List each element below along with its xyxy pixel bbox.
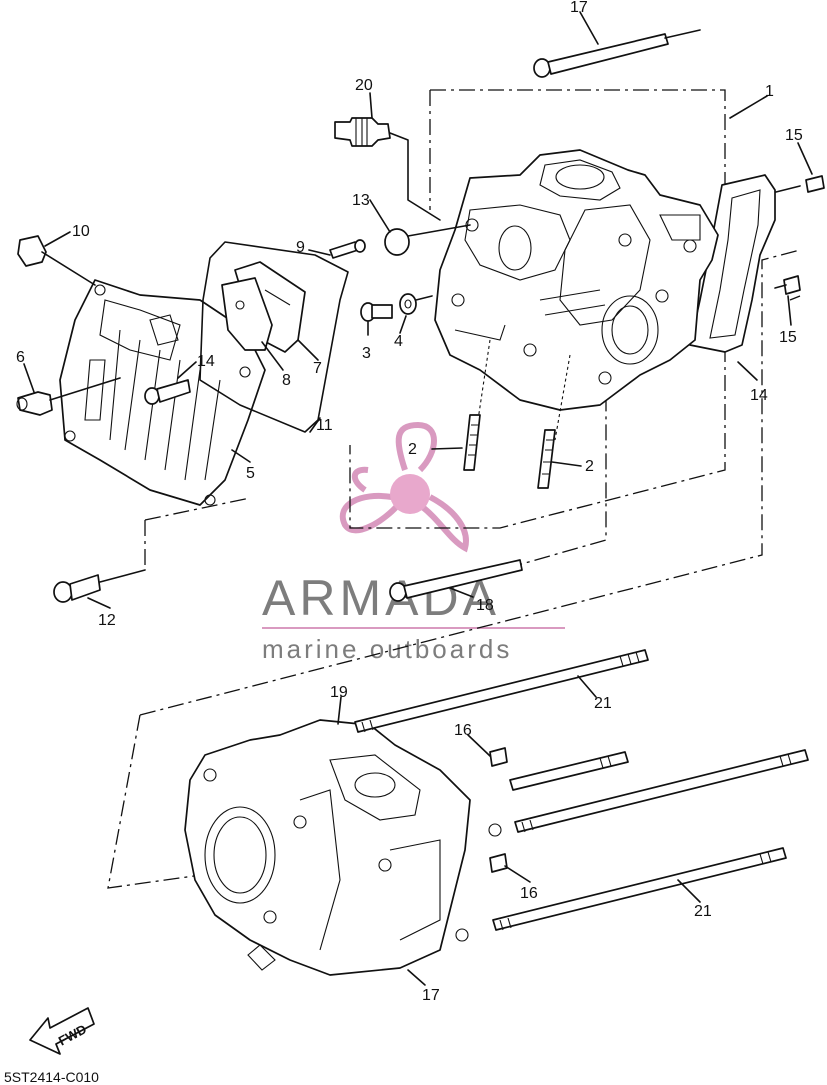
callout-21-lower: 21 bbox=[694, 903, 712, 920]
callout-19: 19 bbox=[330, 684, 348, 701]
stud-21-c[interactable] bbox=[514, 749, 809, 833]
callout-18: 17 bbox=[422, 987, 440, 1004]
callout-11: 11 bbox=[316, 417, 333, 434]
callout-2-left: 2 bbox=[408, 441, 417, 458]
dowel-pin-15-upper[interactable] bbox=[775, 175, 825, 193]
dowel-pin-15-lower[interactable] bbox=[774, 275, 801, 295]
callout-16-lower: 16 bbox=[520, 885, 538, 902]
armada-logo: ARMADA marine outboards bbox=[262, 421, 565, 664]
plate-8[interactable] bbox=[221, 277, 273, 351]
callout-17-lower: 18 bbox=[476, 597, 494, 614]
stud-21-d[interactable] bbox=[492, 847, 787, 931]
dowel-pin-16-upper[interactable] bbox=[489, 747, 508, 767]
breather-plate[interactable] bbox=[17, 235, 96, 286]
callout-10: 10 bbox=[72, 223, 90, 240]
callout-12: 12 bbox=[98, 612, 116, 629]
callout-21-upper: 21 bbox=[594, 695, 612, 712]
callout-13: 13 bbox=[352, 192, 370, 209]
bolt-14-cover[interactable] bbox=[144, 379, 191, 405]
stud-21-a[interactable] bbox=[354, 649, 649, 733]
watermark-tagline: marine outboards bbox=[262, 634, 512, 664]
stud-bolt-left[interactable] bbox=[463, 414, 481, 471]
bolt-3[interactable] bbox=[360, 302, 393, 322]
bolt-17-upper[interactable] bbox=[533, 29, 701, 78]
callout-6: 6 bbox=[16, 349, 25, 366]
stud-21-b[interactable] bbox=[509, 751, 629, 791]
dowel-pin-16-lower[interactable] bbox=[489, 853, 508, 873]
callout-16-upper: 16 bbox=[454, 722, 472, 739]
bolt-12[interactable] bbox=[53, 569, 146, 603]
callout-1: 1 bbox=[765, 83, 774, 100]
callout-3: 3 bbox=[362, 345, 371, 362]
callout-7: 7 bbox=[313, 360, 322, 377]
stud-lead-right bbox=[554, 354, 571, 441]
stud-lead-left bbox=[477, 339, 491, 421]
callout-8: 8 bbox=[282, 372, 291, 389]
callout-15-lower: 15 bbox=[779, 329, 797, 346]
callout-9: 9 bbox=[296, 239, 305, 256]
bolt-9[interactable] bbox=[329, 239, 366, 259]
hose-fitting-6[interactable] bbox=[16, 377, 121, 416]
callout-5: 5 bbox=[246, 465, 255, 482]
callout-14-cover: 14 bbox=[197, 353, 215, 370]
callout-20: 20 bbox=[355, 77, 373, 94]
callout-14-gasket: 14 bbox=[750, 387, 768, 404]
washer-4[interactable] bbox=[399, 293, 433, 315]
callout-labels: 17 1 20 13 15 9 10 6 14 8 7 11 5 3 4 14 … bbox=[16, 0, 803, 1004]
bolt-17-lower[interactable] bbox=[389, 559, 523, 602]
diagram-code: 5ST2414-C010 bbox=[4, 1069, 99, 1085]
propeller-emblem bbox=[339, 421, 469, 553]
callout-4: 4 bbox=[394, 333, 403, 350]
cylinder-head[interactable] bbox=[434, 149, 719, 411]
head-gasket[interactable] bbox=[689, 174, 776, 353]
cover-gasket-11[interactable] bbox=[199, 241, 349, 433]
forward-arrow-icon: FWD bbox=[29, 1007, 95, 1055]
callout-2-right: 2 bbox=[585, 458, 594, 475]
cylinder-block[interactable] bbox=[184, 719, 502, 976]
spark-plug[interactable] bbox=[334, 117, 441, 221]
stud-bolt-right[interactable] bbox=[537, 429, 556, 489]
callout-17-top: 17 bbox=[570, 0, 588, 16]
callout-15-upper: 15 bbox=[785, 127, 803, 144]
blind-plug-cap[interactable] bbox=[384, 224, 471, 256]
leader-lines bbox=[23, 11, 813, 986]
